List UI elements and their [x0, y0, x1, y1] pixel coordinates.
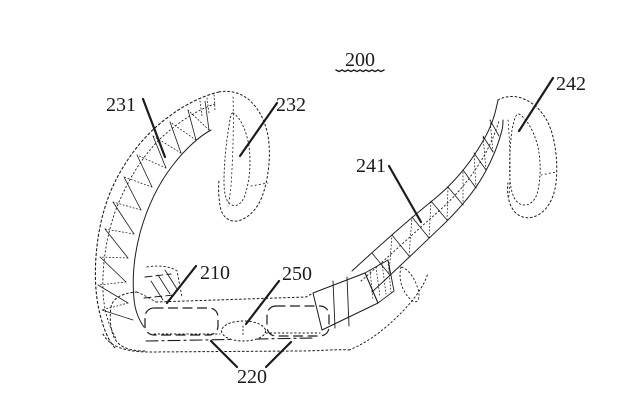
left-temple-arm [94, 91, 220, 350]
hidden-compartment-right [266, 305, 330, 337]
left-temple-hatch-diagonals [97, 109, 210, 311]
ref-label-231: 231 [106, 94, 136, 116]
right-hook-outer [497, 96, 558, 219]
leader-lines [141, 76, 555, 369]
right-hook-opening [509, 113, 541, 206]
right-hinge-wedge-hatch [369, 260, 392, 301]
front-housing-bar [102, 259, 429, 353]
left-end-cap [109, 291, 146, 352]
leader-220-right [264, 340, 293, 369]
left-hook-outer [218, 90, 270, 222]
left-hinge-dashes [143, 273, 175, 299]
leader-241 [387, 164, 423, 224]
right-temple-arm [351, 99, 504, 293]
figure-linework [94, 69, 558, 369]
right-temple-upper-edge [351, 99, 499, 272]
ref-label-232: 232 [276, 94, 306, 116]
leader-231 [141, 97, 167, 159]
right-ear-hook [497, 96, 558, 219]
right-temple-mid-fold [360, 120, 500, 282]
right-temple-lower-edge [371, 119, 504, 293]
center-component-250 [221, 320, 266, 342]
bar-top-back-edge [155, 292, 314, 303]
inner-dotted-shelf [153, 332, 321, 335]
left-hook-opening [223, 112, 251, 206]
right-hinge-block-facets [332, 276, 350, 329]
left-temple-inner-edge [132, 129, 212, 328]
left-temple-hatch-rungs [97, 100, 210, 321]
right-hook-shading-vertical [507, 119, 511, 197]
leader-210 [165, 264, 198, 305]
reference-labels: 200 231 232 241 242 210 250 220 [106, 49, 586, 388]
bar-bottom-front-edge [102, 333, 350, 353]
right-hinge-wedge [364, 259, 395, 304]
leader-242 [517, 76, 555, 133]
left-hook-shading-vertical [227, 96, 234, 207]
leader-232 [238, 101, 279, 158]
right-temple-hatch-diagonals [388, 119, 494, 275]
ref-label-241: 241 [356, 155, 386, 177]
left-temple-outer-edge [94, 91, 220, 350]
left-hook-shading-horizontal [250, 182, 269, 187]
right-temple-hatch-rungs [371, 119, 500, 275]
left-temple-mid-fold [102, 103, 216, 341]
right-hook-shading-horizontal [540, 171, 557, 176]
ref-label-242: 242 [556, 73, 586, 95]
left-apex-shading [199, 94, 216, 117]
ref-label-220: 220 [237, 366, 267, 388]
component-strip-220 [145, 337, 314, 342]
ref-label-210: 210 [200, 262, 230, 284]
figure-number-label: 200 [345, 49, 375, 71]
figure-number-underline [335, 69, 385, 73]
ref-label-250: 250 [282, 263, 312, 285]
left-hinge-hatch [150, 269, 178, 301]
left-ear-hook [218, 90, 270, 222]
leader-250 [244, 279, 281, 326]
leader-220-left [209, 339, 239, 369]
left-hinge-boundary [146, 265, 183, 298]
hidden-compartment-left-210 [144, 307, 219, 336]
left-end-cap-top-edge [136, 291, 157, 303]
right-foot-bulge [399, 266, 420, 303]
